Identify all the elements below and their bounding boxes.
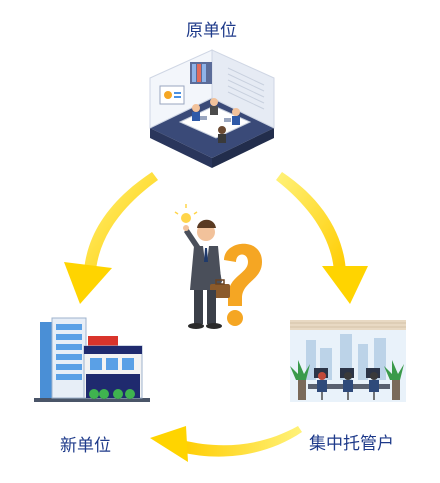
office-meeting-icon [149, 49, 275, 168]
arrow-to-custody [276, 172, 368, 304]
custody-office-icon [290, 320, 406, 402]
arrow-to-new-unit [64, 172, 158, 304]
confused-businessman-icon [174, 204, 262, 329]
arrow-custody-to-new-unit [150, 426, 302, 462]
label-new-unit: 新单位 [60, 436, 111, 456]
new-building-icon [34, 317, 150, 402]
label-original-unit: 原单位 [186, 21, 237, 41]
label-centralized-custody: 集中托管户 [309, 434, 394, 454]
